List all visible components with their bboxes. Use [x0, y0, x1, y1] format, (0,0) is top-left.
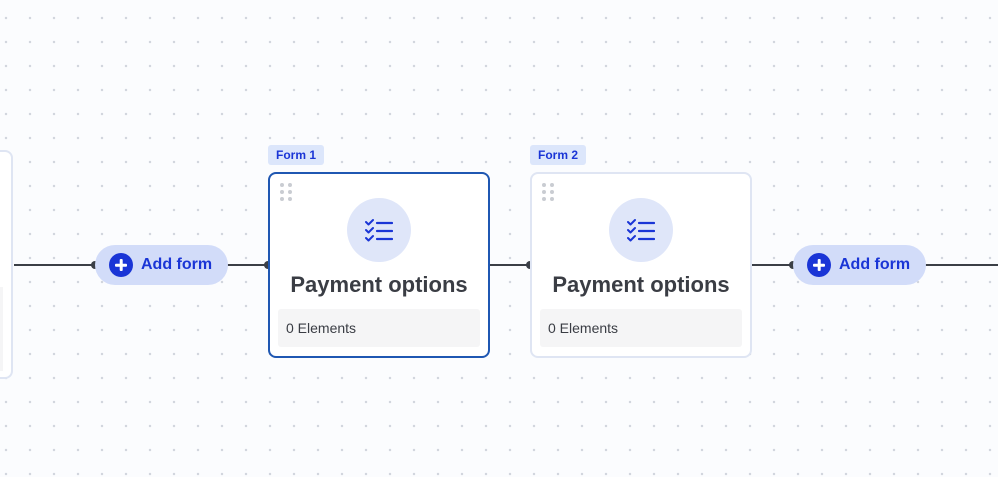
plus-circle-icon	[807, 253, 831, 277]
add-form-button[interactable]: Add form	[793, 245, 927, 285]
plus-circle-icon	[109, 253, 133, 277]
connector-line	[925, 264, 998, 266]
add-form-button[interactable]: Add form	[95, 245, 229, 285]
connector-line	[488, 264, 532, 266]
elements-count: 0 Elements	[540, 309, 742, 347]
form-tag: Form 2	[530, 145, 587, 165]
previous-step-card[interactable]	[0, 150, 13, 379]
previous-step-card-footer	[0, 287, 3, 371]
connector-line	[750, 264, 794, 266]
add-form-label: Add form	[141, 256, 213, 273]
connector-line	[14, 264, 96, 266]
drag-handle-icon[interactable]	[542, 183, 554, 201]
form-card[interactable]: Payment options 0 Elements	[268, 172, 490, 358]
add-form-label: Add form	[839, 256, 911, 273]
form-tag: Form 1	[268, 145, 325, 165]
checklist-icon	[347, 198, 411, 262]
drag-handle-icon[interactable]	[280, 183, 292, 201]
elements-count: 0 Elements	[278, 309, 480, 347]
form-title: Payment options	[290, 272, 468, 297]
connector-line	[226, 264, 270, 266]
form-title: Payment options	[552, 272, 730, 297]
checklist-icon	[609, 198, 673, 262]
form-card[interactable]: Payment options 0 Elements	[530, 172, 752, 358]
